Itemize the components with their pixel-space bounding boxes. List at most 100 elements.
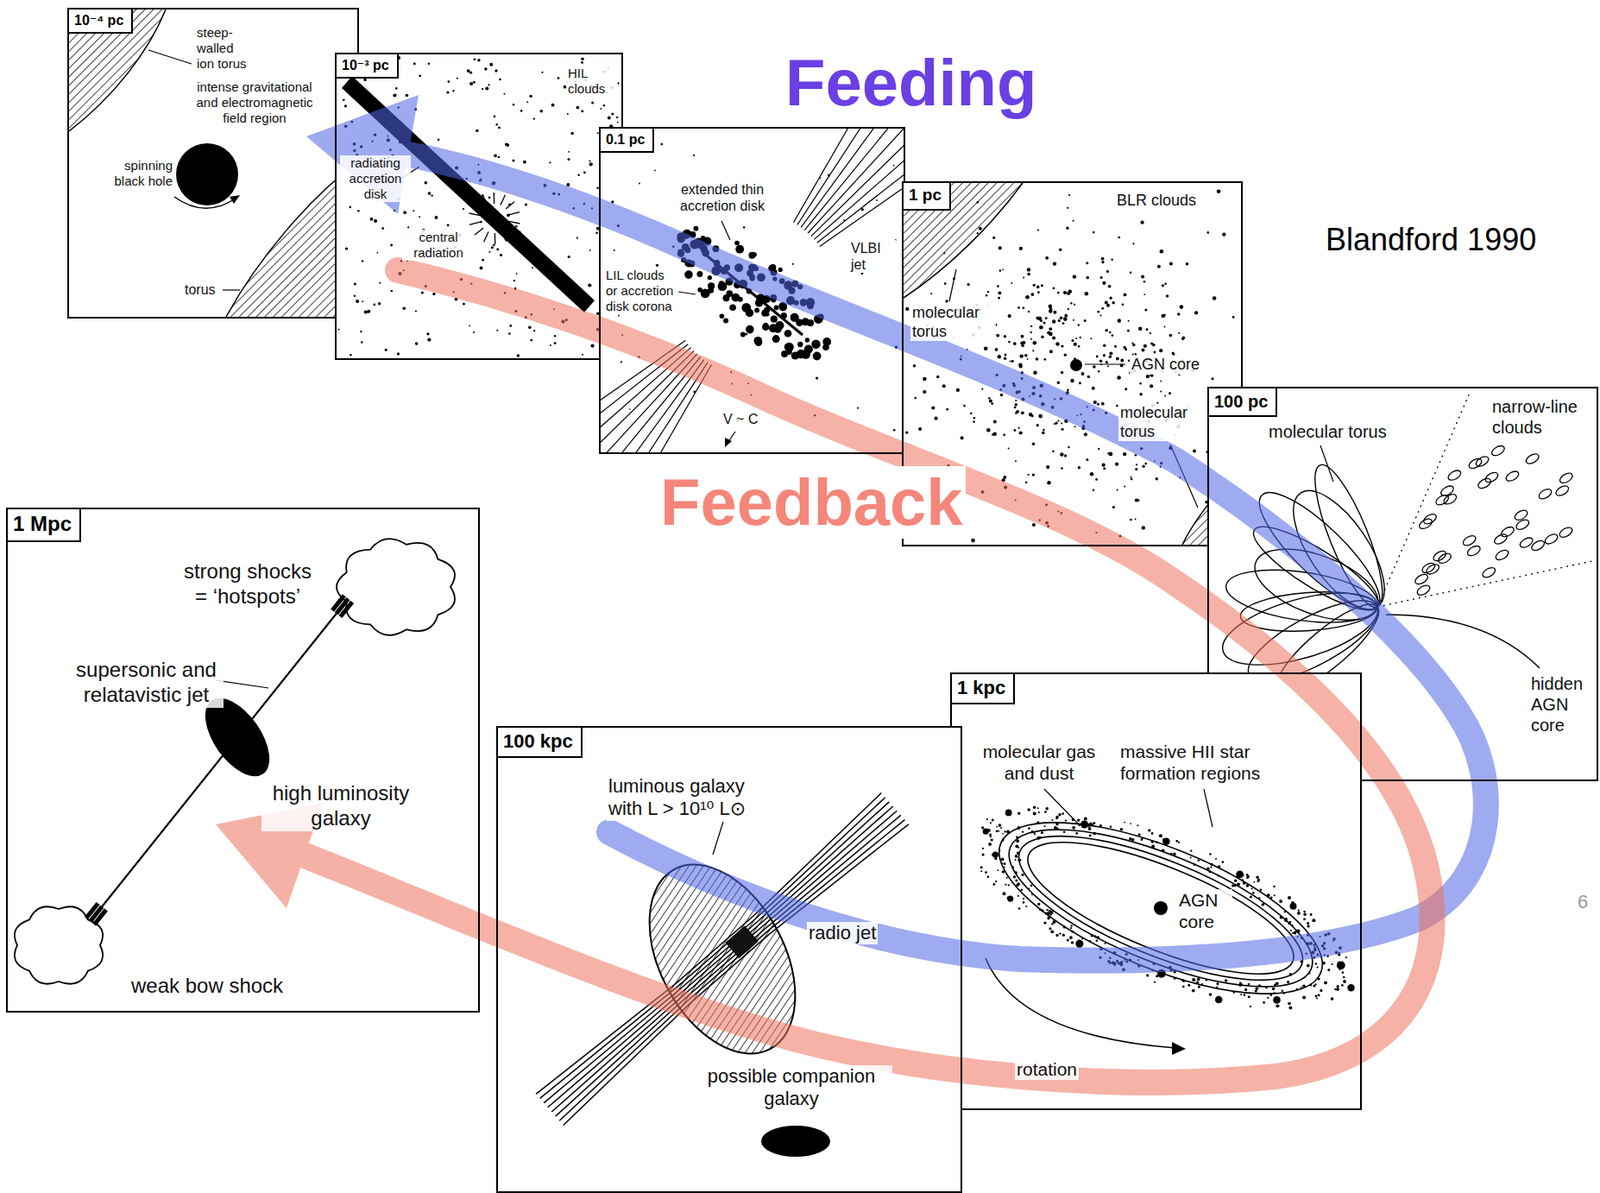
blr-cloud (1130, 478, 1134, 481)
dust-dot (1021, 830, 1024, 832)
blr-cloud (1072, 274, 1077, 278)
blr-cloud (1092, 365, 1097, 369)
cloud-dot (524, 202, 528, 206)
dust-dot (1289, 972, 1292, 976)
scale-label-box: 10⁻⁴ pc (69, 9, 133, 34)
blr-cloud (970, 538, 976, 543)
blr-cloud (1097, 370, 1100, 372)
blr-cloud (1101, 402, 1105, 406)
dust-dot (988, 833, 992, 837)
blr-cloud (1004, 353, 1008, 357)
blr-cloud (931, 406, 935, 410)
radiation-ray (469, 213, 481, 216)
dust-dot (1222, 860, 1225, 863)
blr-cloud (1182, 336, 1186, 341)
blr-cloud (1105, 360, 1109, 364)
cloud-dot (468, 324, 471, 327)
corona-cloud (804, 345, 813, 354)
dust-dot (1249, 895, 1253, 899)
blr-cloud (1134, 497, 1139, 502)
dust-dot (1096, 938, 1099, 942)
molecular-torus-hatch (903, 182, 1023, 298)
cloud-dot (576, 237, 579, 240)
blr-cloud (1185, 262, 1190, 266)
cloud-dot (396, 352, 400, 355)
blr-cloud (1084, 291, 1090, 297)
dust-dot (1066, 938, 1070, 941)
corona-cloud (763, 307, 770, 314)
blr-cloud (1055, 422, 1059, 425)
blr-cloud (1101, 307, 1104, 310)
cloud-dot (466, 69, 471, 73)
blr-cloud (972, 420, 976, 423)
narrow-line-cloud (1557, 525, 1574, 540)
corona-cloud (737, 296, 744, 303)
dust-dot (1007, 883, 1010, 886)
cloud-dot (745, 333, 749, 336)
dust-dot (1177, 841, 1180, 844)
dust-dot (1001, 857, 1005, 862)
blr-cloud (978, 226, 983, 231)
cloud-dot (513, 279, 516, 282)
blr-cloud (1132, 343, 1135, 347)
cloud-dot (503, 232, 506, 235)
dust-dot (1316, 965, 1319, 968)
cloud-dot (498, 78, 502, 82)
corona-cloud (784, 344, 791, 351)
panel-label: molecular gas and dust (968, 740, 1110, 784)
cloud-dot (533, 254, 536, 258)
dust-dot (1258, 896, 1261, 900)
dust-dot (1205, 978, 1209, 982)
blr-cloud (1043, 321, 1046, 325)
leader-line (1044, 788, 1079, 825)
dust-dot (1315, 995, 1318, 998)
dust-dot (1055, 822, 1059, 826)
blr-cloud (1075, 337, 1078, 340)
dust-dot (1246, 883, 1250, 888)
cloud-dot (512, 158, 516, 162)
blr-cloud (913, 396, 917, 400)
cloud-dot (489, 62, 493, 67)
dust-dot (982, 847, 984, 850)
blr-cloud (1108, 331, 1111, 334)
blr-cloud (1085, 276, 1090, 280)
blr-cloud (1007, 447, 1010, 449)
bow-shock-cloud (336, 538, 455, 636)
cloud-dot (497, 156, 501, 159)
blr-cloud (1074, 425, 1077, 428)
dust-dot (1217, 874, 1220, 876)
blr-cloud (1207, 231, 1210, 234)
blr-cloud (1064, 314, 1068, 318)
dust-dot (1088, 826, 1092, 831)
dust-dot (1039, 908, 1042, 912)
blr-cloud (997, 296, 1001, 300)
corona-cloud (684, 270, 693, 279)
blr-cloud (1052, 287, 1056, 290)
blr-cloud (952, 277, 956, 281)
cloud-dot (488, 251, 491, 253)
dust-dot (1155, 841, 1159, 845)
cloud-dot (462, 302, 466, 306)
blr-cloud (998, 245, 1002, 250)
dust-dot (1270, 895, 1273, 899)
dust-dot (1306, 963, 1311, 968)
dust-dot (1342, 979, 1347, 983)
cloud-dot (449, 183, 452, 186)
blr-cloud (1100, 363, 1103, 366)
corona-cloud (754, 308, 760, 314)
blr-cloud (1045, 256, 1049, 260)
cloud-dot (349, 206, 353, 209)
corona-cloud (719, 313, 725, 319)
dust-dot (1208, 869, 1211, 873)
blr-cloud (1081, 371, 1085, 376)
cloud-dot (509, 324, 512, 328)
radiation-ray (469, 221, 481, 225)
blr-cloud (1159, 348, 1163, 353)
cloud-dot (481, 88, 484, 90)
corona-cloud (693, 226, 700, 232)
blr-cloud (1096, 310, 1100, 314)
dust-dot (1249, 1005, 1252, 1008)
disk-ring (977, 787, 1343, 1029)
panel-label: HIL clouds (566, 65, 618, 97)
cloud-dot (529, 94, 532, 98)
